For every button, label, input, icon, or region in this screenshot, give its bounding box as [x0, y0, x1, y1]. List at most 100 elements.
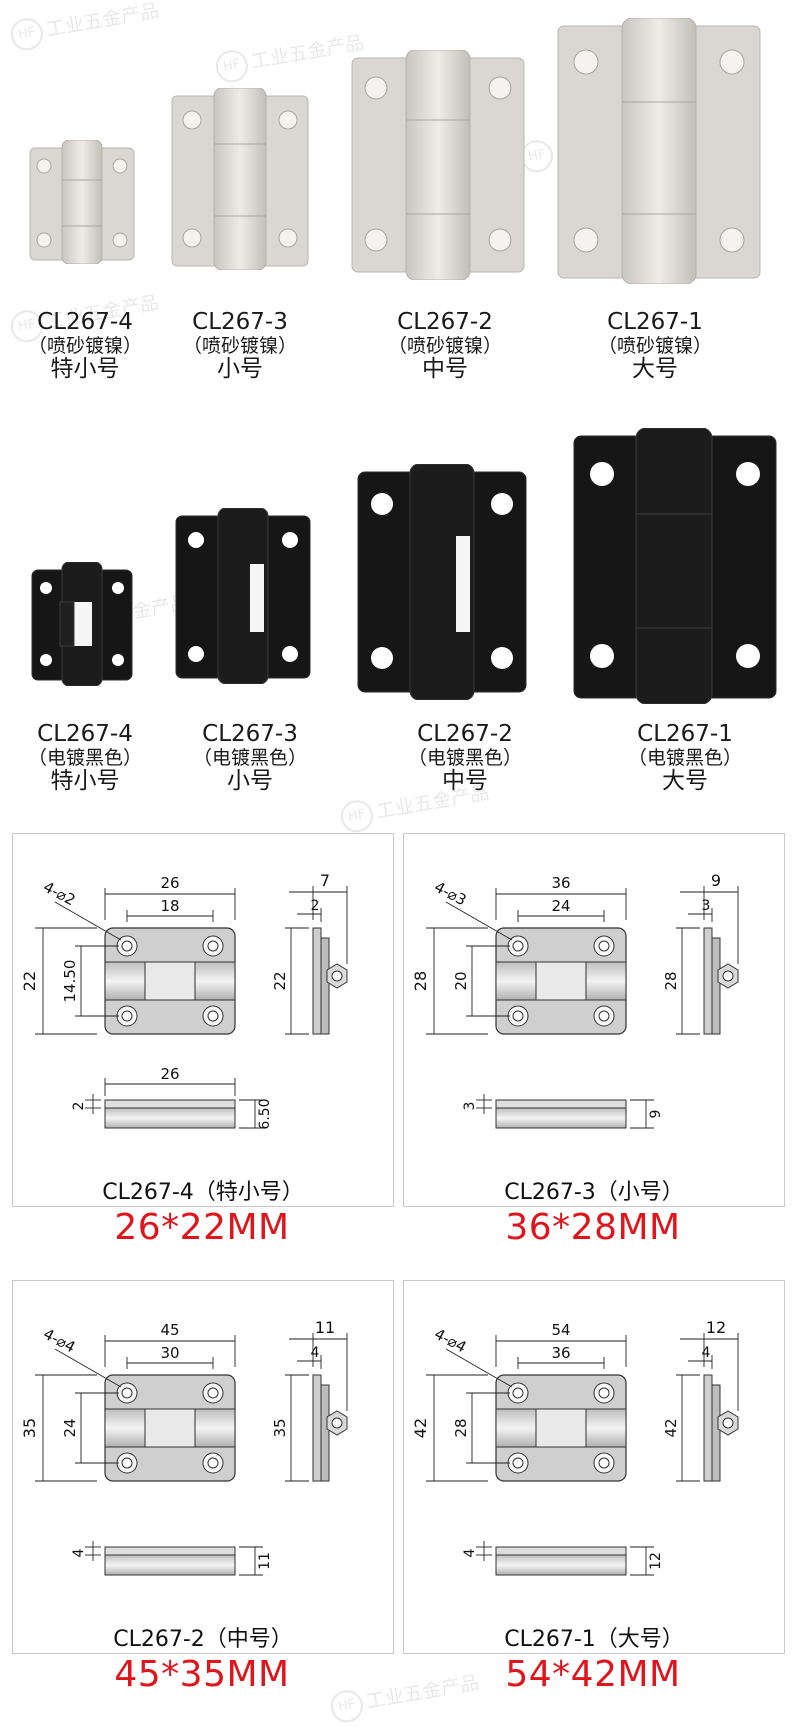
finish-text: （电镀黑色）	[407, 746, 522, 769]
product-label-black-m: CL267-2 （电镀黑色） 中号	[390, 721, 540, 795]
size-dimension-label: 45*35MM	[114, 1654, 290, 1695]
model-code: CL267-1	[607, 309, 703, 335]
dim-side-height-label: 42	[662, 1418, 680, 1437]
dim-height-label: 35	[20, 1418, 39, 1438]
finish-text: （电镀黑色）	[192, 746, 307, 769]
product-label-black-l: CL267-1 （电镀黑色） 大号	[610, 721, 760, 795]
finish-text: （喷砂镀镍）	[182, 334, 297, 357]
dim-hole-span-y-label: 14.50	[61, 960, 79, 1003]
side-view	[703, 1374, 739, 1482]
finish-text: （电镀黑色）	[627, 746, 742, 769]
product-label-black-xs: CL267-4 （电镀黑色） 特小号	[10, 721, 160, 795]
size-text: 大号	[632, 356, 678, 383]
dim-height-label: 42	[411, 1418, 430, 1438]
dim-side-total-label: 12	[706, 1318, 726, 1337]
dim-hole-span-x-label: 36	[551, 1344, 570, 1362]
dim-bottom-leaf-label: 4	[71, 1548, 87, 1557]
drawing-caption: CL267-3（小号）	[504, 1180, 684, 1205]
product-label-nickel-xs: CL267-4 （喷砂镀镍） 特小号	[10, 309, 160, 383]
bottom-view	[495, 1546, 627, 1576]
model-code: CL267-4	[37, 309, 133, 335]
dim-bottom-total-label: 12	[648, 1552, 664, 1570]
dim-hole-span-y-label: 28	[452, 1418, 470, 1437]
bottom-view	[104, 1099, 236, 1129]
model-code: CL267-1	[637, 721, 733, 747]
hinge-photo-black-s	[175, 508, 311, 684]
hinge-photo-black-m	[357, 464, 527, 700]
dim-bottom-leaf-label: 2	[71, 1102, 87, 1111]
dim-hole-span-y-label: 24	[61, 1418, 79, 1437]
hinge-photo-nickel-m	[351, 50, 525, 280]
size-text: 小号	[217, 356, 263, 383]
side-view	[312, 1374, 348, 1482]
size-text: 小号	[227, 768, 273, 795]
dim-side-height-label: 28	[662, 971, 680, 990]
size-text: 大号	[662, 768, 708, 795]
size-text: 中号	[422, 356, 468, 383]
bottom-view	[104, 1546, 236, 1576]
dim-hole-span-y-label: 20	[452, 971, 470, 990]
dim-side-total-label: 9	[711, 871, 721, 890]
hinge-photo-black-xs	[31, 562, 133, 686]
dim-side-leaf-label: 3	[702, 898, 711, 914]
dim-bottom-leaf-label: 4	[462, 1548, 478, 1557]
dim-side-height-label: 22	[271, 971, 289, 990]
dim-hole-span-x-label: 18	[160, 897, 179, 915]
drawing-caption: CL267-4（特小号）	[102, 1180, 304, 1205]
hinge-photo-black-l	[573, 428, 777, 704]
front-view	[495, 1374, 627, 1482]
dim-bottom-width-label: 26	[160, 1065, 179, 1083]
front-view	[495, 927, 627, 1035]
dim-bottom-total-label: 11	[257, 1552, 273, 1570]
dim-hole-span-x-label: 30	[160, 1344, 179, 1362]
bottom-view	[495, 1099, 627, 1129]
model-code: CL267-4	[37, 721, 133, 747]
finish-text: （电镀黑色）	[27, 746, 142, 769]
dim-bottom-leaf-label: 3	[462, 1102, 478, 1111]
model-code: CL267-3	[192, 309, 288, 335]
model-code: CL267-2	[397, 309, 493, 335]
size-dimension-label: 26*22MM	[114, 1207, 290, 1248]
dim-side-leaf-label: 2	[311, 898, 320, 914]
finish-text: （喷砂镀镍）	[387, 334, 502, 357]
size-text: 特小号	[50, 768, 120, 795]
size-text: 特小号	[50, 356, 120, 383]
dim-height-label: 28	[411, 971, 430, 991]
side-view	[312, 927, 348, 1035]
finish-text: （喷砂镀镍）	[27, 334, 142, 357]
product-label-black-s: CL267-3 （电镀黑色） 小号	[175, 721, 325, 795]
dim-bottom-total-label: 9	[648, 1110, 664, 1119]
dim-bottom-total-label: 6.50	[257, 1098, 273, 1129]
finish-text: （喷砂镀镍）	[597, 334, 712, 357]
hinge-photo-nickel-l	[557, 18, 761, 284]
dim-height-label: 22	[20, 971, 39, 991]
dim-hole-span-x-label: 24	[551, 897, 570, 915]
model-code: CL267-3	[202, 721, 298, 747]
dim-side-leaf-label: 4	[702, 1345, 711, 1361]
dim-side-leaf-label: 4	[311, 1345, 320, 1361]
dim-width-label: 45	[160, 1321, 179, 1339]
front-view	[104, 1374, 236, 1482]
size-dimension-label: 36*28MM	[505, 1207, 681, 1248]
drawing-caption: CL267-2（中号）	[113, 1627, 293, 1652]
dim-width-label: 36	[551, 874, 570, 892]
dim-side-height-label: 35	[271, 1418, 289, 1437]
hinge-photo-nickel-s	[171, 88, 309, 270]
hinge-photo-nickel-xs	[29, 140, 135, 264]
product-label-nickel-s: CL267-3 （喷砂镀镍） 小号	[165, 309, 315, 383]
side-view	[703, 927, 739, 1035]
dim-width-label: 26	[160, 874, 179, 892]
dim-side-total-label: 11	[315, 1318, 335, 1337]
drawing-caption: CL267-1（大号）	[504, 1627, 684, 1652]
product-label-nickel-m: CL267-2 （喷砂镀镍） 中号	[370, 309, 520, 383]
model-code: CL267-2	[417, 721, 513, 747]
